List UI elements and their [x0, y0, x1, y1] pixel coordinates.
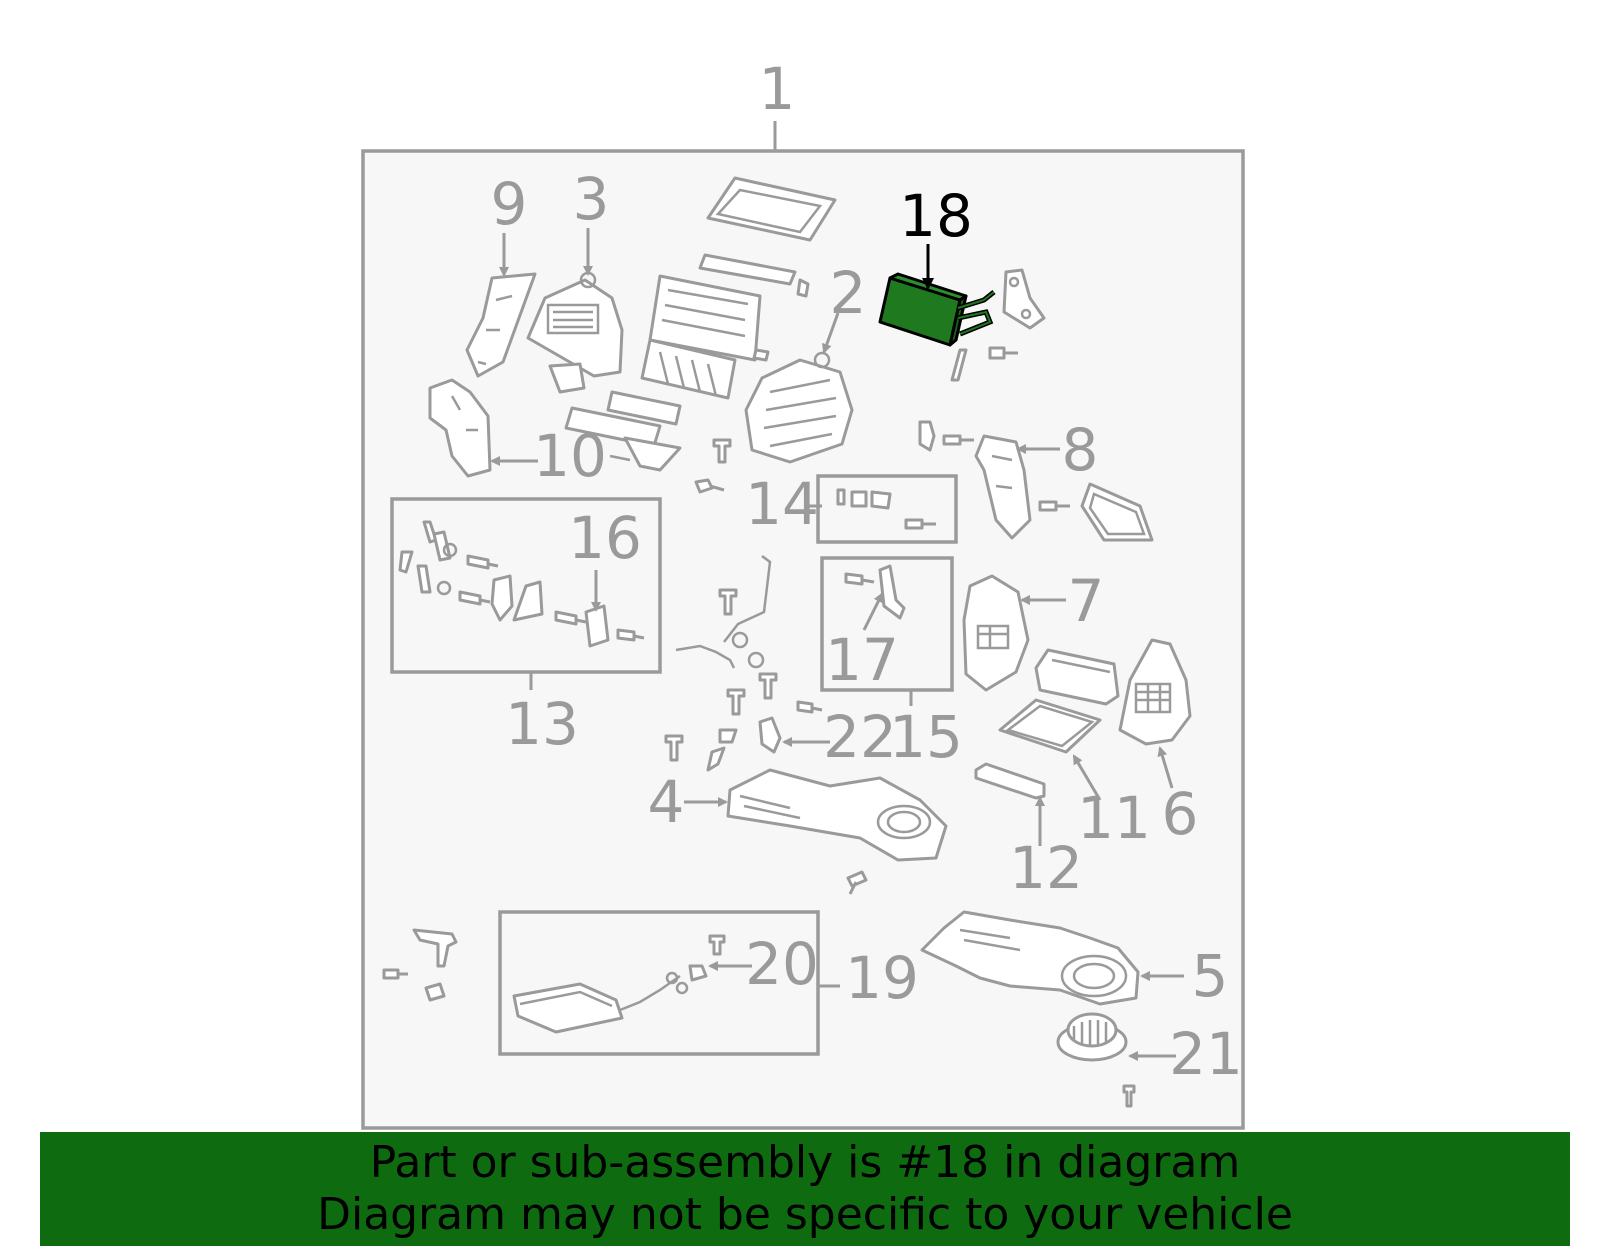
callout-7[interactable]: 7 — [1068, 567, 1105, 635]
upper-case[interactable] — [640, 274, 762, 400]
parts-diagram: 1 13 15 19 9 3 10 — [361, 55, 1245, 1130]
part-22[interactable] — [758, 716, 782, 754]
subgroup-box-19 — [498, 910, 820, 1056]
subgroup-box-14 — [816, 474, 958, 544]
filter-door — [1034, 648, 1120, 706]
info-banner: Part or sub-assembly is #18 in diagram D… — [40, 1132, 1570, 1246]
callout-21[interactable]: 21 — [1169, 1020, 1243, 1088]
callout-11[interactable]: 11 — [1077, 784, 1151, 852]
callout-15[interactable]: 15 — [889, 703, 963, 771]
bracket-18 — [950, 268, 1046, 382]
screw-group-a — [694, 438, 732, 494]
part-18-heater-core[interactable] — [878, 272, 996, 347]
callout-16[interactable]: 16 — [568, 504, 642, 572]
callout-22[interactable]: 22 — [823, 703, 897, 771]
callout-2[interactable]: 2 — [830, 259, 867, 327]
part-7[interactable] — [962, 574, 1030, 692]
part-3[interactable] — [526, 271, 624, 394]
banner-line-1: Part or sub-assembly is #18 in diagram — [369, 1137, 1241, 1188]
callout-19[interactable]: 19 — [845, 944, 919, 1012]
part-20-evaporator[interactable] — [512, 934, 726, 1034]
callout-3[interactable]: 3 — [573, 165, 610, 233]
part-9[interactable] — [465, 272, 537, 378]
part-4[interactable] — [726, 768, 948, 895]
pipe-clamp — [382, 928, 458, 1002]
callout-9[interactable]: 9 — [491, 170, 528, 238]
callout-5[interactable]: 5 — [1192, 942, 1229, 1010]
part-16-linkages[interactable] — [398, 520, 645, 648]
control-rods — [664, 555, 823, 772]
subgroup-box-13 — [390, 497, 662, 674]
callout-18[interactable]: 18 — [899, 182, 973, 250]
callout-8[interactable]: 8 — [1062, 416, 1099, 484]
part-17-bracket[interactable] — [844, 564, 906, 620]
part-2[interactable] — [744, 278, 854, 464]
part-8[interactable] — [918, 420, 1070, 540]
callout-4[interactable]: 4 — [648, 768, 685, 836]
part-5[interactable] — [920, 910, 1140, 1006]
callout-17[interactable]: 17 — [825, 626, 899, 694]
banner-line-2: Diagram may not be specific to your vehi… — [317, 1189, 1293, 1240]
callout-20[interactable]: 20 — [745, 930, 819, 998]
callout-6[interactable]: 6 — [1162, 780, 1199, 848]
callout-12[interactable]: 12 — [1009, 834, 1083, 902]
part-10[interactable] — [428, 378, 492, 478]
vent-frame — [1080, 482, 1154, 542]
top-cover[interactable] — [698, 176, 837, 286]
callout-1[interactable]: 1 — [759, 55, 796, 123]
part-14-clips[interactable] — [836, 488, 936, 530]
lower-trays[interactable] — [564, 390, 682, 472]
subgroup-box-15 — [820, 556, 954, 692]
part-21-blower[interactable] — [1056, 1012, 1136, 1108]
callout-13[interactable]: 13 — [505, 690, 579, 758]
part-6[interactable] — [1118, 638, 1192, 746]
part-11-filter[interactable] — [998, 698, 1102, 754]
callout-14[interactable]: 14 — [745, 470, 819, 538]
